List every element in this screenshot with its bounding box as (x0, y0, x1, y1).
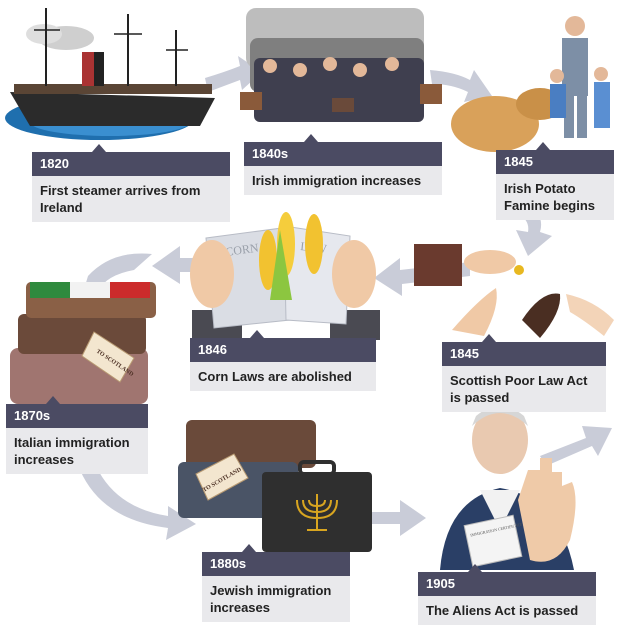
arrow-row3b (540, 426, 612, 466)
corn-laws-illustration: CORN LAW (190, 212, 380, 340)
crowd-illustration (240, 8, 442, 122)
event-year: 1880s (202, 552, 350, 576)
event-description: Corn Laws are abolished (190, 362, 376, 391)
event-year: 1845 (442, 342, 606, 366)
steamship-illustration (5, 8, 215, 140)
event-year: 1820 (32, 152, 230, 176)
event-card-1870s: 1870s Italian immigration increases (6, 396, 148, 474)
poor-law-illustration (414, 244, 614, 338)
event-year: 1840s (244, 142, 442, 166)
arrow-row1b (430, 70, 492, 102)
event-description: The Aliens Act is passed (418, 596, 596, 625)
arrow-row1 (205, 56, 262, 92)
event-card-1846: 1846 Corn Laws are abolished (190, 330, 376, 391)
menorah-icon (296, 494, 338, 531)
corn-paper-left-text: CORN (224, 240, 259, 259)
event-description: Scottish Poor Law Act is passed (442, 366, 606, 412)
italian-suitcases-illustration: TO SCOTLAND (10, 282, 156, 404)
event-card-1820: 1820 First steamer arrives from Ireland (32, 144, 230, 222)
event-description: Jewish immigration increases (202, 576, 350, 622)
aliens-act-illustration: IMMIGRATION CERTIFICATE (440, 406, 576, 570)
event-card-1905: 1905 The Aliens Act is passed (418, 564, 596, 625)
event-description: Italian immigration increases (6, 428, 148, 474)
event-card-1845-poor-law: 1845 Scottish Poor Law Act is passed (442, 334, 606, 412)
event-description: Irish Potato Famine begins (496, 174, 614, 220)
event-year: 1846 (190, 338, 376, 362)
event-year: 1905 (418, 572, 596, 596)
jewish-suitcases-illustration: TO SCOTLAND (178, 420, 372, 552)
event-year: 1845 (496, 150, 614, 174)
event-description: Irish immigration increases (244, 166, 442, 195)
event-card-1845-famine: 1845 Irish Potato Famine begins (496, 142, 614, 220)
potato-family-illustration (451, 16, 610, 152)
arrow-curve-bottom (80, 466, 196, 540)
event-description: First steamer arrives from Ireland (32, 176, 230, 222)
event-card-1880s: 1880s Jewish immigration increases (202, 544, 350, 622)
arrow-row2b (152, 246, 200, 284)
arrow-row3 (360, 500, 426, 536)
event-year: 1870s (6, 404, 148, 428)
event-card-1840s: 1840s Irish immigration increases (244, 134, 442, 195)
